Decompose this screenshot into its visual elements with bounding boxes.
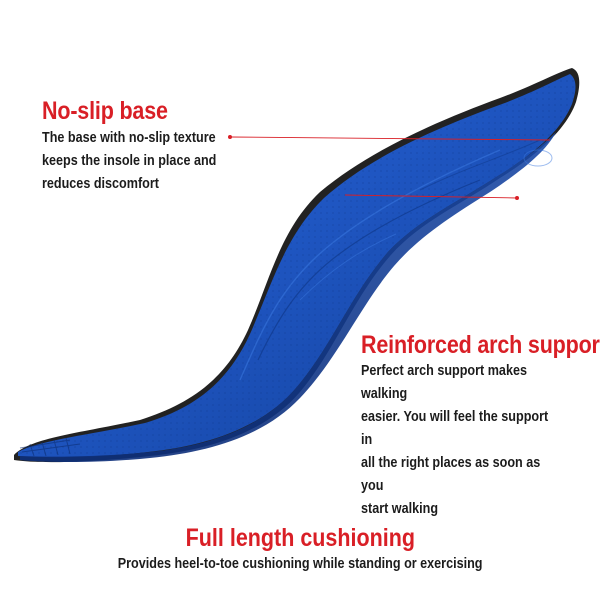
cushioning-title-block: Full length cushioning xyxy=(0,523,600,553)
arch-support-title: Reinforced arch support xyxy=(361,331,600,359)
no-slip-description: The base with no-slip texture keeps the … xyxy=(42,129,217,192)
insole-contour xyxy=(239,149,501,381)
cushioning-title: Full length cushioning xyxy=(185,524,415,552)
callout-arch xyxy=(344,194,519,200)
cushioning-description-block: Provides heel-to-toe cushioning while st… xyxy=(0,553,600,575)
arch-support-description: Perfect arch support makes walking easie… xyxy=(361,362,549,517)
cushioning-description: Provides heel-to-toe cushioning while st… xyxy=(117,555,483,572)
no-slip-title: No-slip base xyxy=(42,97,168,125)
heel-tread xyxy=(19,437,81,457)
callout-no-slip xyxy=(228,135,551,141)
